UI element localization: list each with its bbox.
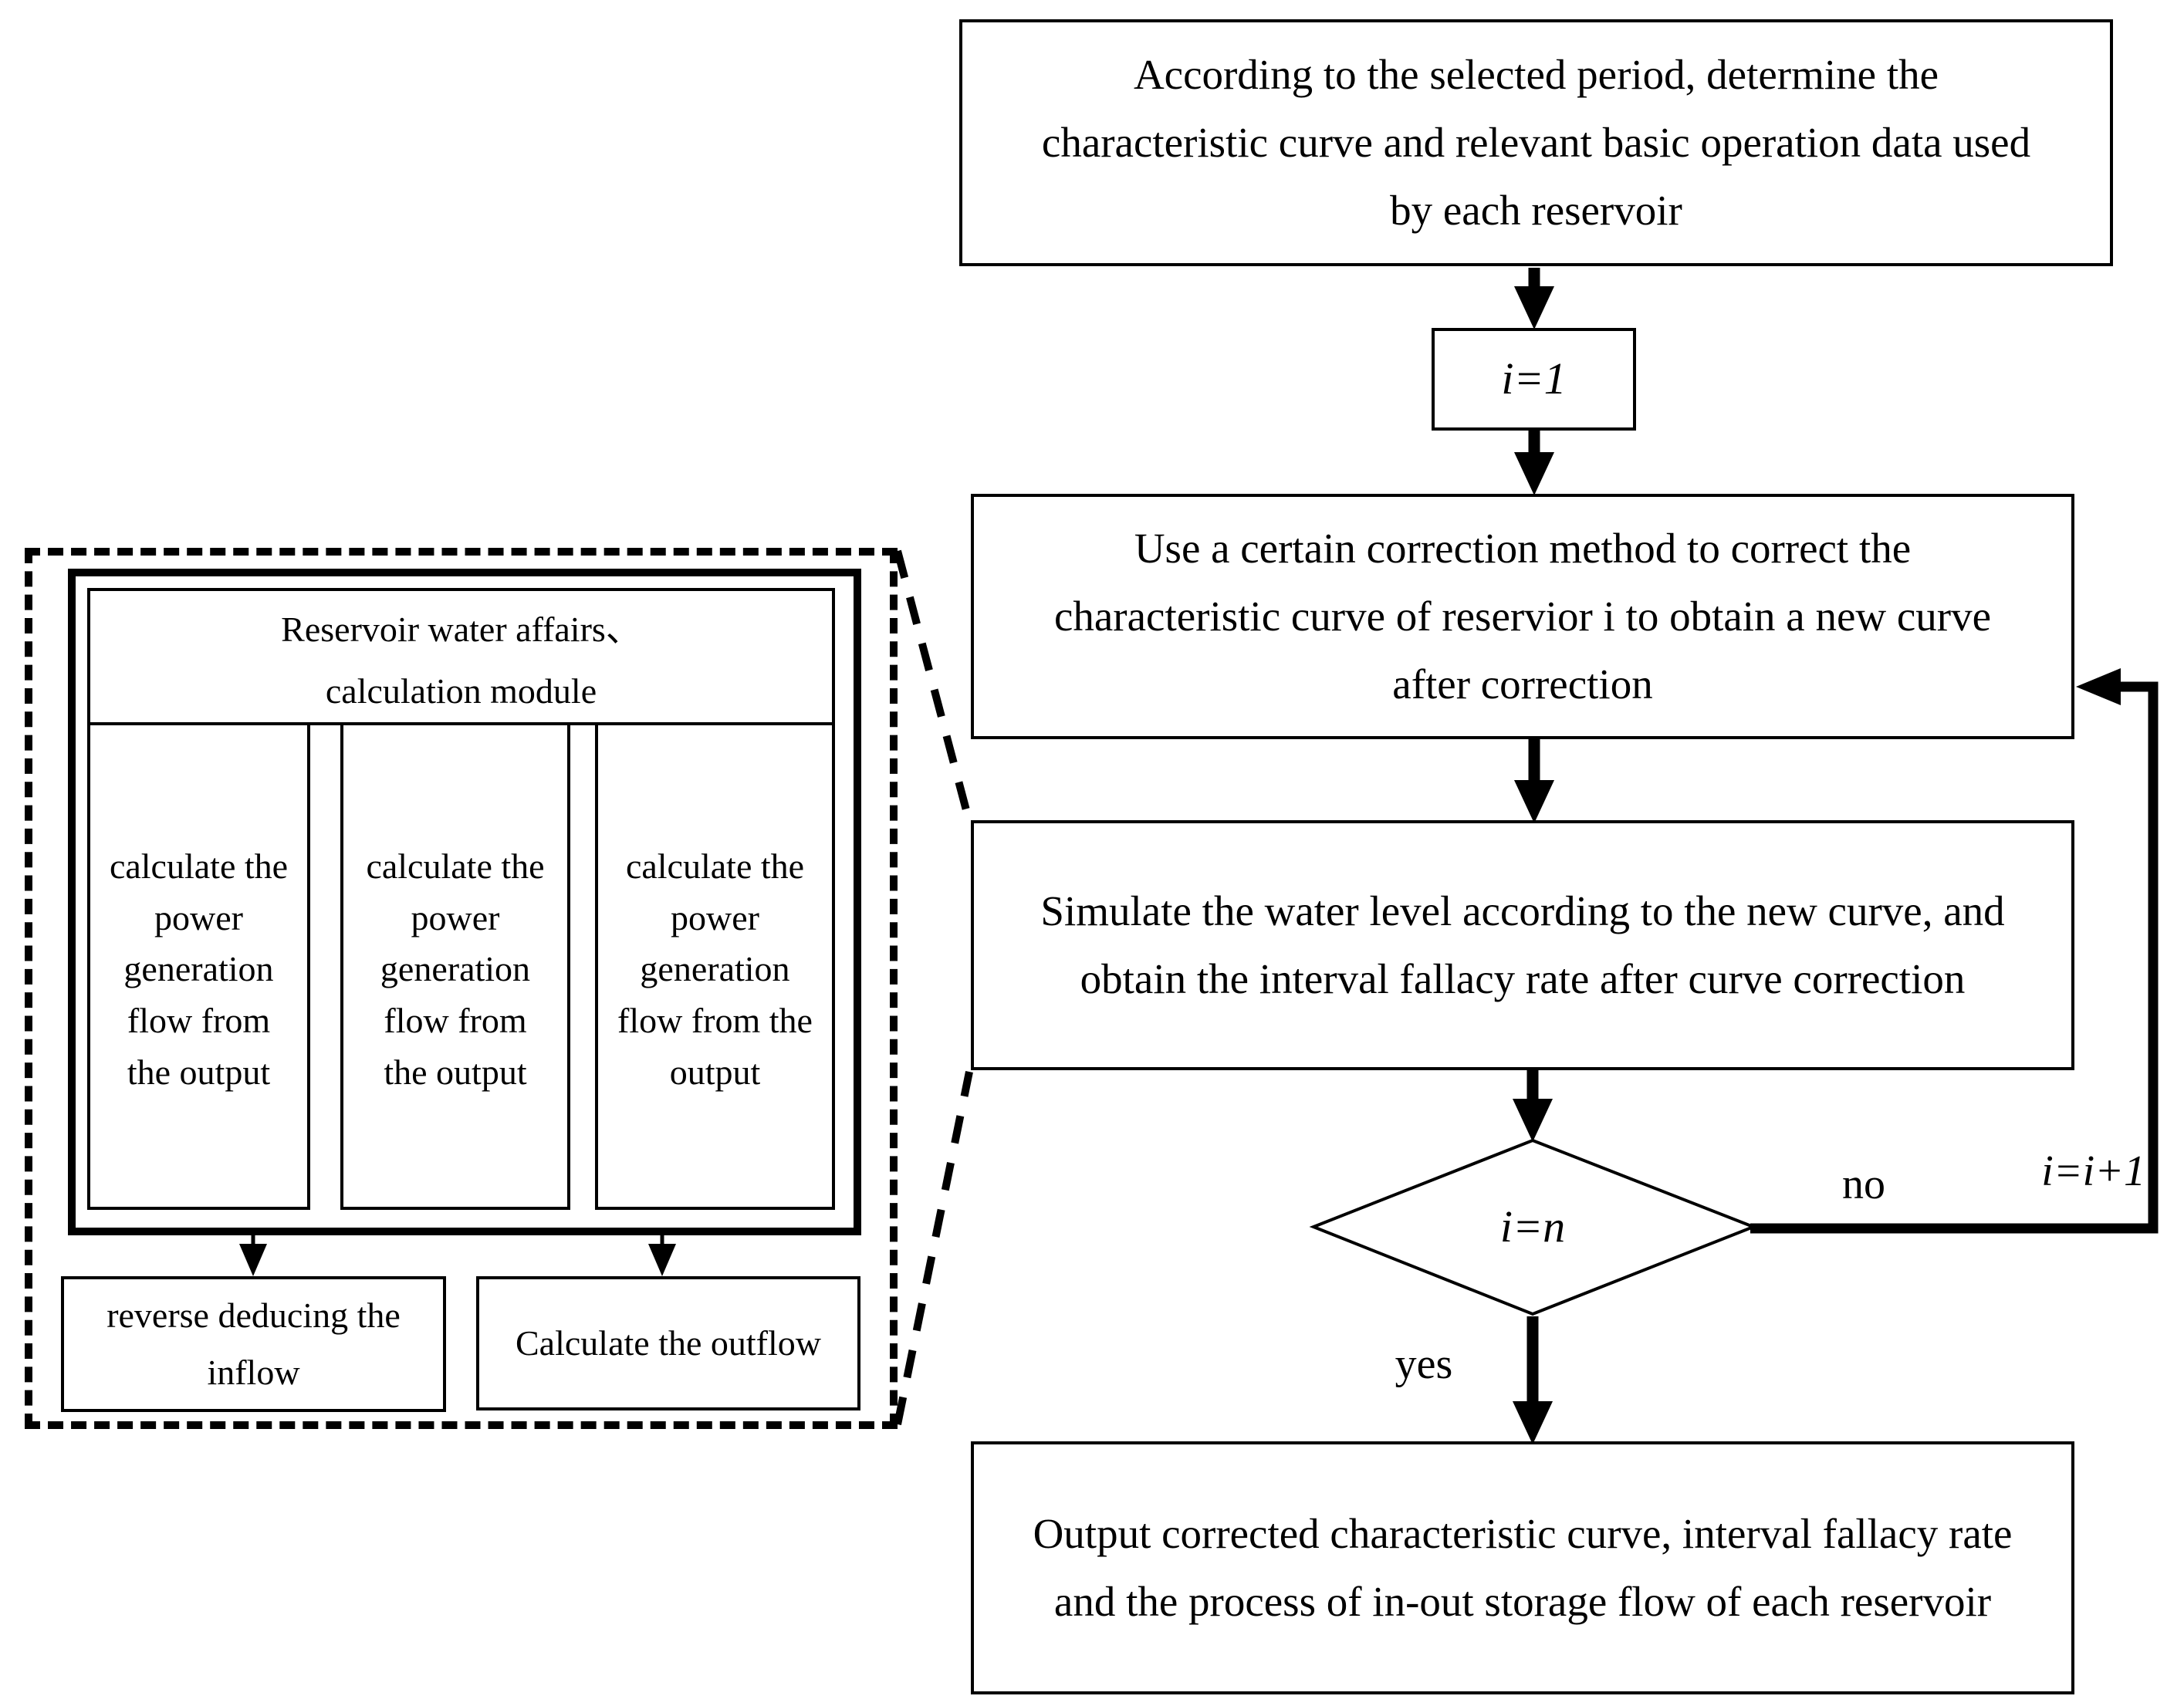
decision-label-text: i=n	[1499, 1201, 1566, 1252]
result-outflow-text: Calculate the outflow	[516, 1323, 821, 1363]
step-output-box: Output corrected characteristic curve, i…	[971, 1441, 2074, 1694]
step-simulate-box: Simulate the water level according to th…	[971, 820, 2074, 1070]
result-inflow-box: reverse deducing the inflow	[61, 1276, 446, 1412]
step-determine-data-text: According to the selected period, determ…	[1041, 51, 2031, 234]
module-column-3-text: calculate the power generation flow from…	[617, 846, 813, 1092]
module-title-box: Reservoir water affairs、 calculation mod…	[87, 588, 835, 725]
arrow-decision-to-output	[1513, 1316, 1553, 1444]
decision-diamond	[1309, 1138, 1758, 1316]
module-title-line1: Reservoir water affairs、	[281, 610, 641, 649]
branch-label-yes: yes	[1395, 1340, 1453, 1388]
loop-increment-label: i=i+1	[2041, 1147, 2145, 1195]
step-init-i-box: i=1	[1432, 328, 1636, 431]
arrow-correct-to-simulate	[1514, 738, 1554, 823]
callout-dash-top	[894, 549, 973, 823]
arrow-simulate-to-decision	[1513, 1069, 1553, 1142]
arrow-to-outflow-box	[648, 1233, 676, 1276]
result-outflow-box: Calculate the outflow	[476, 1276, 860, 1410]
step-init-i-text: i=1	[1501, 353, 1567, 404]
step-output-text: Output corrected characteristic curve, i…	[1033, 1510, 2013, 1625]
loop-no-connector	[1750, 668, 2159, 1234]
arrow-init-to-correct	[1514, 429, 1554, 495]
arrow-to-inflow-box	[239, 1233, 267, 1276]
step-simulate-text: Simulate the water level according to th…	[1040, 887, 2005, 1002]
result-inflow-text: reverse deducing the inflow	[106, 1296, 401, 1392]
branch-label-no: no	[1842, 1160, 1885, 1208]
step-correct-curve-text: Use a certain correction method to corre…	[1053, 525, 1991, 708]
arrow-determine-to-init	[1514, 268, 1554, 329]
module-dashed-boundary	[25, 548, 898, 1429]
step-correct-curve-box: Use a certain correction method to corre…	[971, 494, 2074, 739]
module-column-2-text: calculate the power generation flow from…	[366, 846, 545, 1092]
module-column-2: calculate the power generation flow from…	[340, 722, 570, 1210]
decision-label: i=n	[1417, 1201, 1648, 1252]
callout-dash-bottom	[894, 1071, 973, 1425]
module-column-1-text: calculate the power generation flow from…	[109, 846, 289, 1092]
module-column-3: calculate the power generation flow from…	[595, 722, 835, 1210]
step-determine-data-box: According to the selected period, determ…	[959, 19, 2113, 266]
module-title-line2: calculation module	[325, 671, 597, 711]
module-column-1: calculate the power generation flow from…	[87, 722, 310, 1210]
